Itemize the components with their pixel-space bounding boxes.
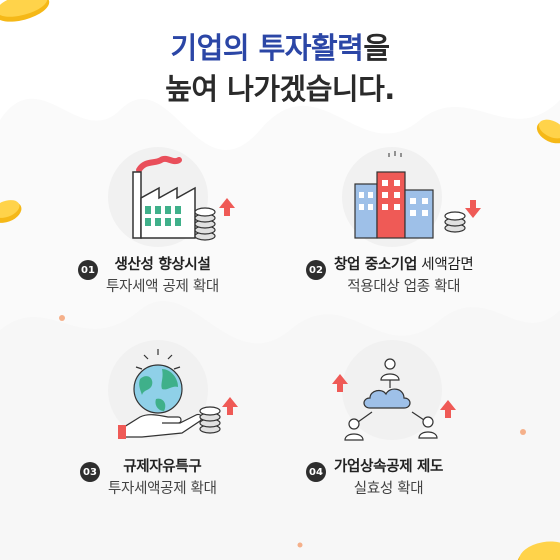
item-2-subtitle: 적용대상 업종 확대 — [347, 279, 461, 295]
cloud-icon — [363, 388, 411, 409]
down-arrow-icon — [465, 200, 481, 218]
item-4-title: 가업상속공제 제도 — [334, 459, 444, 475]
up-arrow-icon — [332, 374, 348, 392]
coin-top-left-icon — [0, 0, 50, 22]
person-icon — [344, 418, 364, 441]
globe-hand-icon — [118, 349, 238, 439]
item-1-subtitle: 투자세액 공제 확대 — [106, 279, 219, 295]
item-1: 01 생산성 향상시설 투자세액 공제 확대 — [78, 254, 219, 298]
coin-bottom-right-icon — [517, 541, 560, 560]
item-2-title: 창업 중소기업 — [334, 257, 417, 273]
title-line-2: 높여 나가겠습니다. — [165, 72, 395, 106]
person-icon — [380, 358, 400, 381]
title-accent: 기업의 투자활력 — [170, 31, 364, 65]
item-1-number-badge: 01 — [78, 260, 98, 280]
person-icon — [418, 416, 438, 439]
coin-left-icon — [0, 200, 22, 223]
cloud-people-icon — [332, 358, 456, 441]
item-4-number-badge: 04 — [306, 462, 326, 482]
item-2-number-badge: 02 — [306, 260, 326, 280]
item-4: 04 가업상속공제 제도 실효성 확대 — [306, 456, 443, 500]
item-3-subtitle: 투자세액공제 확대 — [108, 481, 217, 497]
item-2: 02 창업 중소기업 세액감면 적용대상 업종 확대 — [306, 254, 474, 298]
coin-stack-icon — [199, 406, 221, 434]
item-3: 03 규제자유특구 투자세액공제 확대 — [80, 456, 217, 500]
up-arrow-icon — [440, 400, 456, 418]
buildings-icon — [354, 151, 481, 239]
item-3-number-badge: 03 — [80, 462, 100, 482]
page-title: 기업의 투자활력을 높여 나가겠습니다. — [0, 28, 560, 110]
factory-icon — [132, 155, 235, 241]
coin-stack-icon — [194, 207, 216, 241]
item-3-title: 규제자유특구 — [123, 459, 202, 475]
item-4-subtitle: 실효성 확대 — [353, 481, 424, 497]
title-rest: 을 — [363, 31, 390, 65]
up-arrow-icon — [219, 198, 235, 216]
up-arrow-icon — [222, 397, 238, 415]
item-2-title-rest: 세액감면 — [417, 257, 474, 273]
coin-stack-icon — [444, 211, 466, 233]
item-1-title: 생산성 향상시설 — [114, 257, 211, 273]
